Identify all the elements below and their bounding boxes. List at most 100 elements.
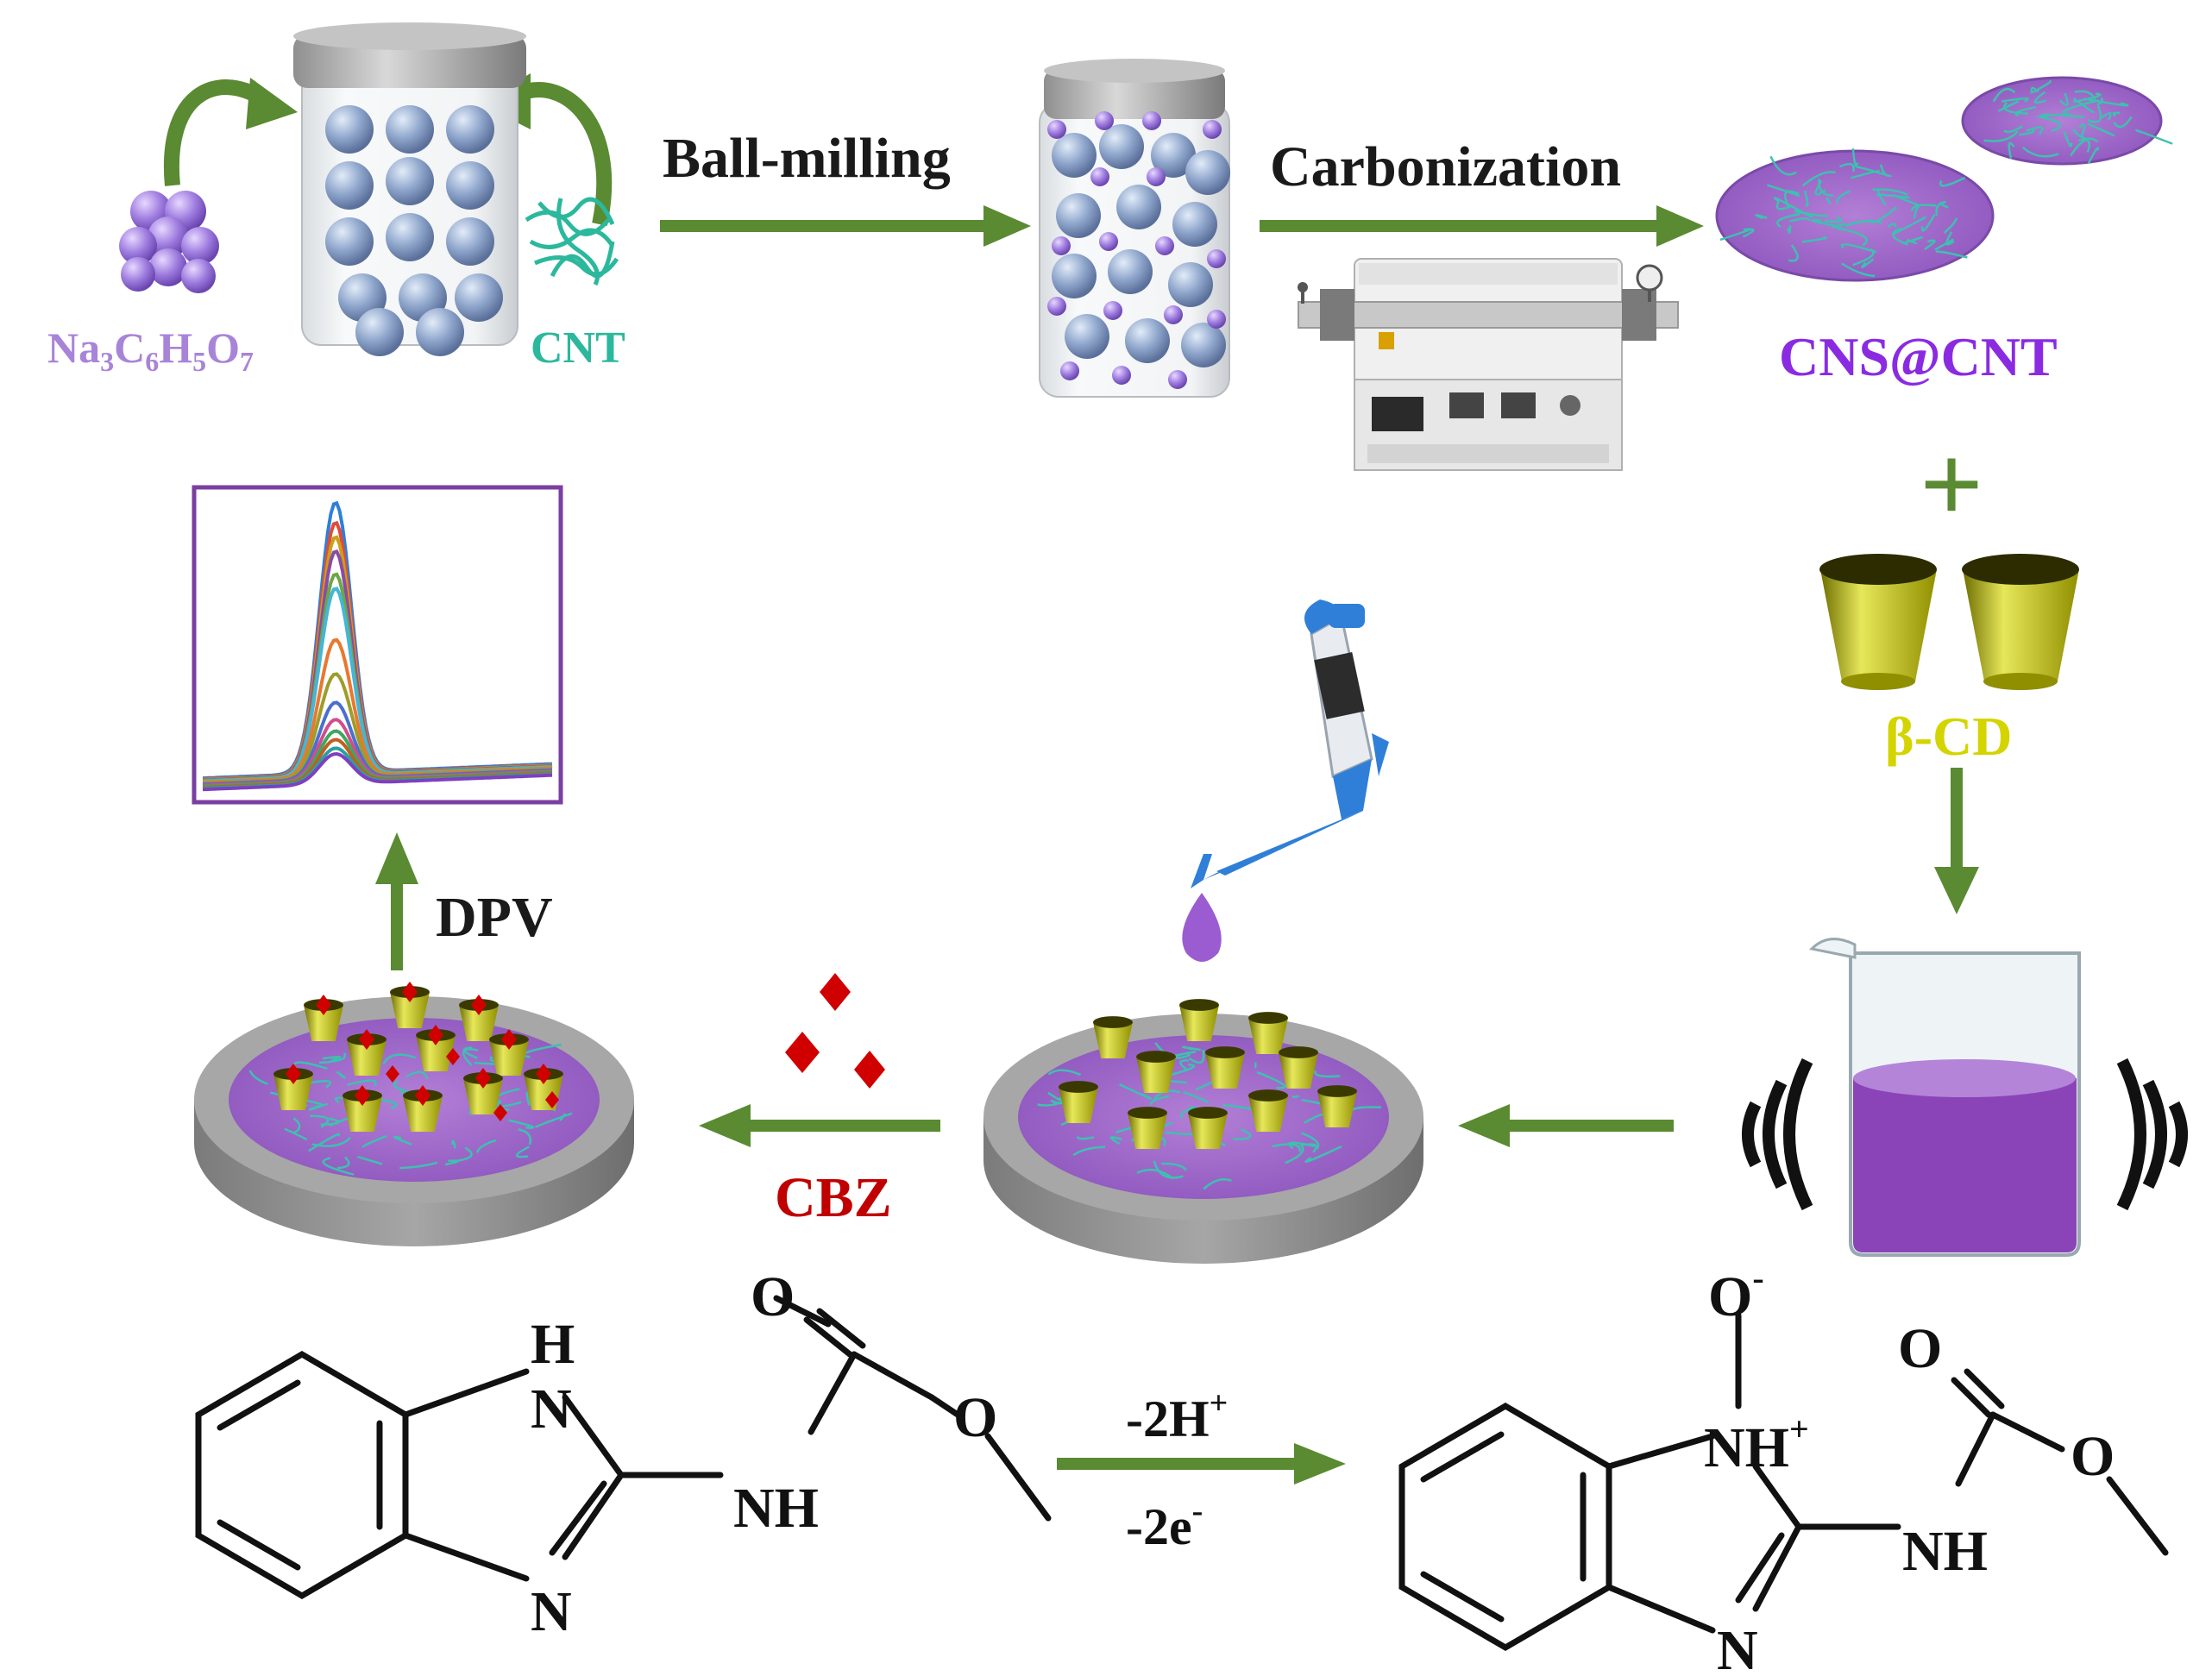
- cnt-fiber: [308, 1133, 341, 1152]
- milling-ball: [325, 105, 374, 154]
- cnt-fiber: [361, 1134, 387, 1148]
- cnt-fiber: [1272, 1143, 1301, 1152]
- beta-cd-cup-left: [1819, 554, 1937, 690]
- cnt-fiber: [1841, 262, 1876, 278]
- cnt-fiber: [322, 1157, 355, 1176]
- cnt-fiber: [1072, 1146, 1106, 1157]
- milling-ball: [386, 157, 434, 205]
- citrate-particle: [1142, 111, 1161, 130]
- beta-cd-cup: [459, 995, 499, 1041]
- beta-cd-cup: [1317, 1085, 1357, 1127]
- milling-ball: [455, 273, 503, 322]
- beta-cd-cup: [390, 982, 430, 1028]
- milling-ball: [416, 308, 464, 356]
- cnt-fiber: [284, 1127, 308, 1141]
- milling-jar-mixed: [1039, 59, 1230, 398]
- cnt-fiber: [1787, 225, 1792, 235]
- cnt-fiber: [336, 1070, 346, 1079]
- beta-cd-cup: [416, 1025, 456, 1071]
- reactant-carbendazim: [195, 1295, 1052, 1600]
- cnt-fiber: [2113, 116, 2133, 129]
- cnt-fiber: [1789, 217, 1811, 223]
- cbz-molecule: [316, 995, 331, 1015]
- milling-ball: [386, 105, 434, 154]
- cbz-molecules: [785, 973, 885, 1089]
- dpv-label: DPV: [436, 886, 553, 949]
- arrow-to-electrode-modified-head: [1458, 1104, 1510, 1147]
- cnt-fiber: [1825, 216, 1843, 223]
- cnt-fiber: [347, 1079, 377, 1087]
- reactant-n-top: N: [531, 1378, 572, 1441]
- cnt-fiber: [1047, 1091, 1063, 1102]
- milling-ball: [1151, 133, 1196, 178]
- cbz-molecule: [286, 1064, 301, 1084]
- citrate-particle: [1168, 370, 1187, 389]
- cnt-fiber: [475, 1139, 497, 1153]
- cnt-label: CNT: [531, 323, 625, 373]
- cnt-fiber: [1153, 1160, 1184, 1179]
- milling-ball: [446, 105, 494, 154]
- citrate-particle: [1090, 167, 1109, 186]
- beta-cd-cup: [1205, 1046, 1245, 1089]
- cnt-fiber: [462, 1046, 478, 1059]
- cnt-fiber: [1109, 1136, 1122, 1146]
- cnt-fiber: [1851, 148, 1859, 167]
- citrate-particle: [1207, 249, 1226, 268]
- milling-ball: [1108, 249, 1153, 294]
- cnt-fiber: [1256, 1070, 1286, 1089]
- arrow-carbonization-head: [1656, 205, 1704, 247]
- cnt-fiber: [522, 1043, 562, 1058]
- cnt-fiber: [1887, 223, 1897, 229]
- cnt-fiber: [1788, 244, 1799, 262]
- milling-ball: [1116, 185, 1161, 229]
- product-o-ester: O: [2071, 1425, 2115, 1488]
- cnt-fiber: [309, 1080, 332, 1089]
- milling-ball: [1125, 318, 1170, 363]
- curved-arrow-left: [163, 79, 267, 186]
- milling-ball: [1065, 314, 1109, 359]
- cnt-fiber: [1832, 223, 1846, 229]
- cnt-fiber: [2070, 137, 2099, 157]
- beta-cd-cup: [1059, 1081, 1098, 1123]
- cnt-fiber: [1314, 1070, 1341, 1078]
- carbonization-label: Carbonization: [1270, 135, 1621, 198]
- beta-cd-cup: [1248, 1089, 1288, 1132]
- citrate-particle: [1099, 232, 1118, 251]
- cnt-fiber: [1861, 258, 1875, 268]
- dpv-curve: [202, 751, 553, 792]
- reactant-nh: NH: [733, 1477, 819, 1540]
- cnt-fiber: [1826, 197, 1832, 205]
- cnt-fiber: [1872, 188, 1908, 196]
- cnt-fiber: [508, 1119, 535, 1129]
- cnt-fiber: [1851, 169, 1880, 179]
- pipette: [1191, 599, 1389, 888]
- cnt-fiber: [2001, 97, 2029, 103]
- cbz-molecule: [446, 1048, 460, 1065]
- cnt-fiber: [2072, 97, 2095, 114]
- cnt-fiber: [1913, 205, 1920, 219]
- cbz-molecule: [471, 995, 487, 1015]
- cnt-fiber: [2087, 105, 2102, 123]
- cnt-fiber: [1992, 87, 2016, 103]
- cnt-fiber: [2112, 111, 2121, 117]
- cnt-fiber: [1818, 179, 1834, 197]
- cbz-molecule: [536, 1064, 551, 1084]
- cns-cnt-sheet-small: [1961, 76, 2173, 166]
- milling-jar-initial: [293, 22, 526, 356]
- cnt-fiber: [2014, 105, 2037, 117]
- product-n-bottom: N: [1717, 1619, 1758, 1676]
- cnt-fiber: [1233, 1128, 1252, 1140]
- cnt-fiber: [2087, 147, 2100, 164]
- cnt-fiber: [1876, 188, 1887, 206]
- cnt-fiber: [2008, 141, 2015, 159]
- milling-ball: [355, 308, 404, 356]
- cnt-fiber: [1943, 217, 1958, 235]
- cbz-molecule: [386, 1065, 399, 1083]
- milling-ball: [1056, 193, 1101, 238]
- cnt-fiber: [1775, 212, 1800, 228]
- cnt-fiber: [1118, 1083, 1153, 1100]
- citrate-particle: [1147, 167, 1166, 186]
- beta-cd-cup: [1279, 1046, 1318, 1089]
- cnt-fiber: [2033, 91, 2047, 104]
- cnt-fiber: [322, 1056, 342, 1062]
